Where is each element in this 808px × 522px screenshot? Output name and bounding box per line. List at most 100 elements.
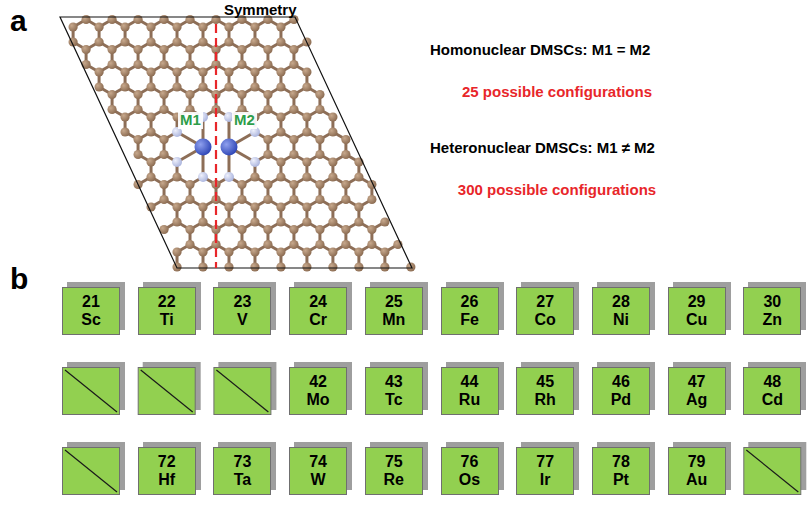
carbon-atom bbox=[263, 225, 272, 234]
carbon-atom bbox=[250, 37, 259, 46]
carbon-atom bbox=[172, 37, 181, 46]
carbon-atom bbox=[250, 217, 259, 226]
carbon-atom bbox=[302, 157, 311, 166]
element-tile: 78Pt bbox=[592, 447, 650, 495]
carbon-atom bbox=[237, 240, 246, 249]
carbon-atom bbox=[354, 217, 363, 226]
element-tile: 77Ir bbox=[516, 447, 574, 495]
element-symbol: Re bbox=[384, 471, 404, 489]
carbon-atom bbox=[185, 60, 194, 69]
carbon-atom bbox=[133, 45, 142, 54]
count-text: 300 possible configurations bbox=[458, 182, 656, 199]
carbon-atom bbox=[81, 60, 90, 69]
carbon-atom bbox=[250, 172, 259, 181]
panel-label: b bbox=[10, 262, 28, 295]
carbon-atom bbox=[185, 90, 194, 99]
count-text: 25 possible configurations bbox=[462, 84, 652, 101]
carbon-atom bbox=[185, 240, 194, 249]
tile-face bbox=[744, 448, 801, 495]
carbon-atom bbox=[276, 172, 285, 181]
carbon-atom bbox=[133, 105, 142, 114]
carbon-atom bbox=[354, 262, 363, 271]
carbon-atom bbox=[120, 112, 129, 121]
atomic-number: 22 bbox=[158, 293, 176, 311]
atomic-number: 77 bbox=[536, 453, 554, 471]
atomic-number: 25 bbox=[385, 293, 403, 311]
carbon-atom bbox=[250, 82, 259, 91]
atomic-number: 27 bbox=[536, 293, 554, 311]
carbon-atom bbox=[198, 262, 207, 271]
nitrogen-atom bbox=[172, 157, 182, 167]
empty-tiles bbox=[63, 362, 807, 495]
carbon-atom bbox=[289, 90, 298, 99]
supercell-outline bbox=[60, 17, 412, 268]
carbon-atom bbox=[289, 45, 298, 54]
carbon-atom bbox=[146, 127, 155, 136]
carbon-atom bbox=[315, 90, 324, 99]
carbon-atom bbox=[120, 22, 129, 31]
carbon-atom bbox=[107, 105, 116, 114]
carbon-atom bbox=[276, 202, 285, 211]
carbon-atom bbox=[289, 105, 298, 114]
symmetry-label: Symmetry bbox=[224, 2, 297, 19]
carbon-atom bbox=[185, 225, 194, 234]
carbon-atom bbox=[198, 82, 207, 91]
carbon-atom bbox=[69, 22, 78, 31]
carbon-atom bbox=[211, 15, 220, 24]
panel-label: a bbox=[10, 4, 27, 37]
tile-face bbox=[138, 368, 195, 415]
nitrogen-atom bbox=[250, 127, 260, 137]
carbon-atom bbox=[172, 67, 181, 76]
atomic-number: 42 bbox=[309, 373, 327, 391]
element-symbol: Au bbox=[686, 471, 707, 489]
carbon-atom bbox=[315, 135, 324, 144]
element-tile: 47Ag bbox=[668, 367, 726, 415]
carbon-atom bbox=[185, 180, 194, 189]
carbon-atom bbox=[263, 135, 272, 144]
element-symbol: Fe bbox=[460, 311, 479, 329]
carbon-atom bbox=[328, 112, 337, 121]
carbon-atom bbox=[107, 90, 116, 99]
carbon-atom bbox=[341, 225, 350, 234]
carbon-atom bbox=[237, 195, 246, 204]
carbon-atom bbox=[289, 135, 298, 144]
carbon-atom bbox=[276, 112, 285, 121]
element-symbol: Ni bbox=[613, 311, 629, 329]
atoms bbox=[69, 15, 416, 272]
element-tile: 21Sc bbox=[62, 287, 120, 335]
empty-tile bbox=[744, 442, 807, 495]
carbon-atom bbox=[302, 202, 311, 211]
nitrogen-atom bbox=[198, 172, 208, 182]
carbon-atom bbox=[237, 180, 246, 189]
carbon-atom bbox=[289, 195, 298, 204]
carbon-atom bbox=[120, 37, 129, 46]
carbon-atom bbox=[224, 37, 233, 46]
carbon-atom bbox=[315, 150, 324, 159]
carbon-atom bbox=[159, 60, 168, 69]
carbon-atom bbox=[315, 195, 324, 204]
atomic-number: 72 bbox=[158, 453, 176, 471]
carbon-atom bbox=[341, 135, 350, 144]
element-tile: 72Hf bbox=[138, 447, 196, 495]
carbon-atom bbox=[263, 150, 272, 159]
carbon-atom bbox=[328, 157, 337, 166]
element-symbol: V bbox=[237, 311, 248, 329]
carbon-atom bbox=[263, 60, 272, 69]
carbon-atom bbox=[133, 60, 142, 69]
carbon-atom bbox=[276, 82, 285, 91]
carbon-atom bbox=[94, 22, 103, 31]
carbon-atom bbox=[198, 217, 207, 226]
atomic-number: 79 bbox=[688, 453, 706, 471]
carbon-atom bbox=[107, 15, 116, 24]
category-text: Heteronuclear DMSCs: M1 ≠ M2 bbox=[430, 140, 655, 157]
carbon-atom bbox=[250, 202, 259, 211]
carbon-atom bbox=[276, 127, 285, 136]
atomic-number: 47 bbox=[688, 373, 706, 391]
element-symbol: Ti bbox=[160, 311, 174, 329]
element-tile: 75Re bbox=[365, 447, 423, 495]
carbon-atom bbox=[328, 127, 337, 136]
element-symbol: Ta bbox=[234, 471, 251, 489]
carbon-atom bbox=[198, 37, 207, 46]
empty-slash bbox=[216, 370, 268, 412]
atomic-number: 26 bbox=[461, 293, 479, 311]
